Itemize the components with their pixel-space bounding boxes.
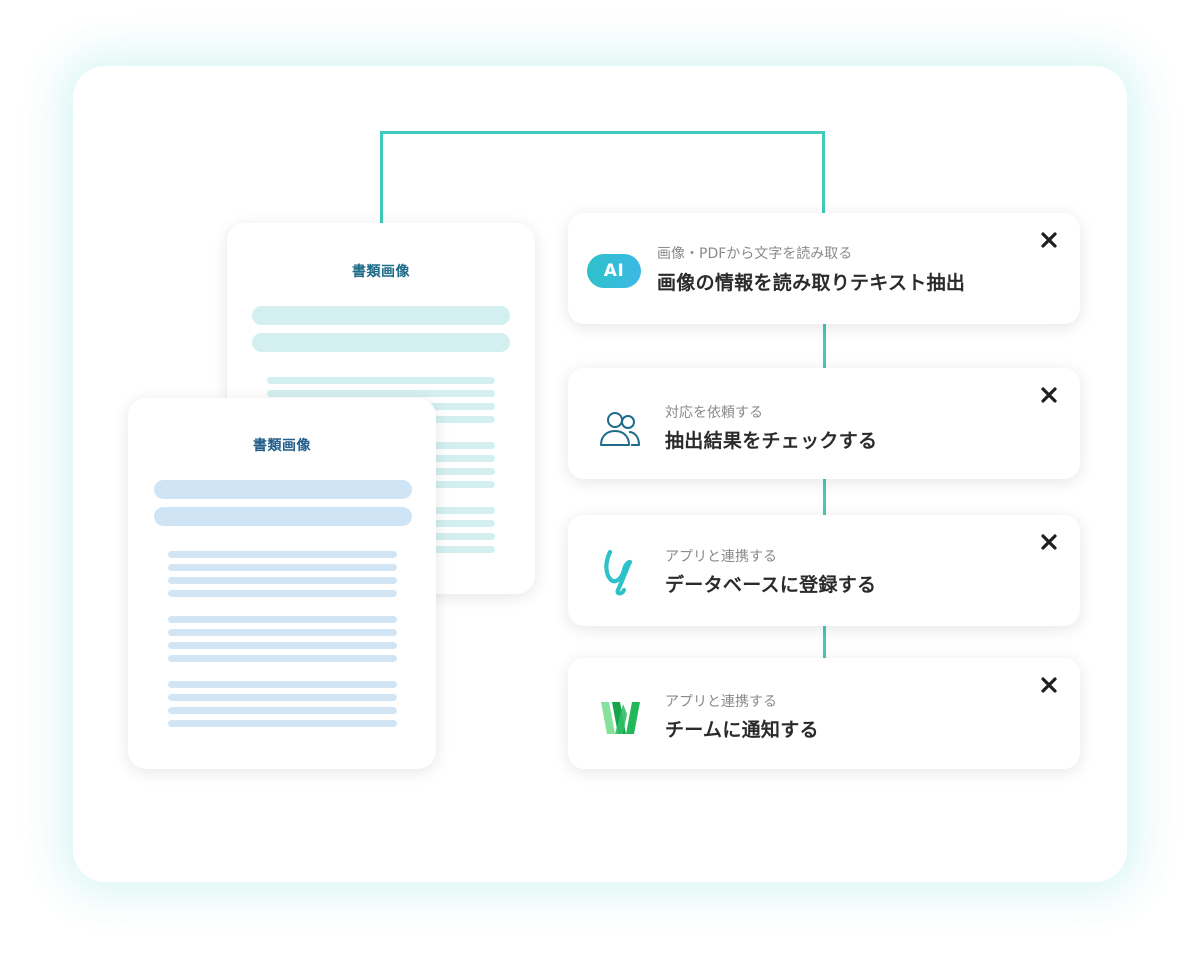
document-title: 書類画像 <box>352 264 410 280</box>
document-text-line <box>168 551 397 558</box>
document-text-line <box>168 590 397 597</box>
step-subtitle: 対応を依頼する <box>665 405 763 421</box>
users-icon <box>600 412 640 446</box>
document-text-line <box>168 577 397 584</box>
step-subtitle: 画像・PDFから文字を読み取る <box>657 246 853 262</box>
document-text-line <box>267 377 495 384</box>
document-text-line <box>267 390 495 397</box>
close-icon[interactable] <box>1038 384 1060 406</box>
connector-step-1-2 <box>823 323 826 369</box>
step-subtitle: アプリと連携する <box>665 549 777 565</box>
step-title: データベースに登録する <box>665 574 877 596</box>
connector-line-down <box>822 131 825 214</box>
document-heading-bar <box>154 480 412 499</box>
database-app-logo-icon <box>604 549 633 596</box>
close-icon[interactable] <box>1038 229 1060 251</box>
step-title: 画像の情報を読み取りテキスト抽出 <box>657 272 966 294</box>
document-heading-bar <box>252 306 510 325</box>
document-text-line <box>168 642 397 649</box>
document-title: 書類画像 <box>253 438 311 454</box>
document-text-line <box>168 655 397 662</box>
ai-badge-icon: AI <box>587 254 641 288</box>
step-card-database[interactable]: アプリと連携する データベースに登録する <box>568 515 1080 626</box>
step-title: 抽出結果をチェックする <box>665 430 878 452</box>
close-icon[interactable] <box>1038 674 1060 696</box>
document-image-front: 書類画像 <box>128 398 436 769</box>
document-text-line <box>168 681 397 688</box>
document-text-line <box>168 707 397 714</box>
connector-line-up <box>380 131 383 224</box>
step-subtitle: アプリと連携する <box>665 694 777 710</box>
step-card-ocr[interactable]: AI 画像・PDFから文字を読み取る 画像の情報を読み取りテキスト抽出 <box>568 213 1080 324</box>
team-chat-app-logo-icon <box>601 702 640 734</box>
step-title: チームに通知する <box>665 719 819 741</box>
step-card-check[interactable]: 対応を依頼する 抽出結果をチェックする <box>568 368 1080 479</box>
step-card-notify[interactable]: アプリと連携する チームに通知する <box>568 658 1080 769</box>
document-text-line <box>168 720 397 727</box>
document-text-line <box>168 694 397 701</box>
document-text-line <box>168 629 397 636</box>
connector-step-2-3 <box>823 478 826 516</box>
connector-step-3-4 <box>823 625 826 659</box>
document-heading-bar <box>154 507 412 526</box>
document-heading-bar <box>252 333 510 352</box>
document-text-line <box>168 564 397 571</box>
connector-line-top <box>380 131 825 134</box>
close-icon[interactable] <box>1038 531 1060 553</box>
document-text-line <box>168 616 397 623</box>
